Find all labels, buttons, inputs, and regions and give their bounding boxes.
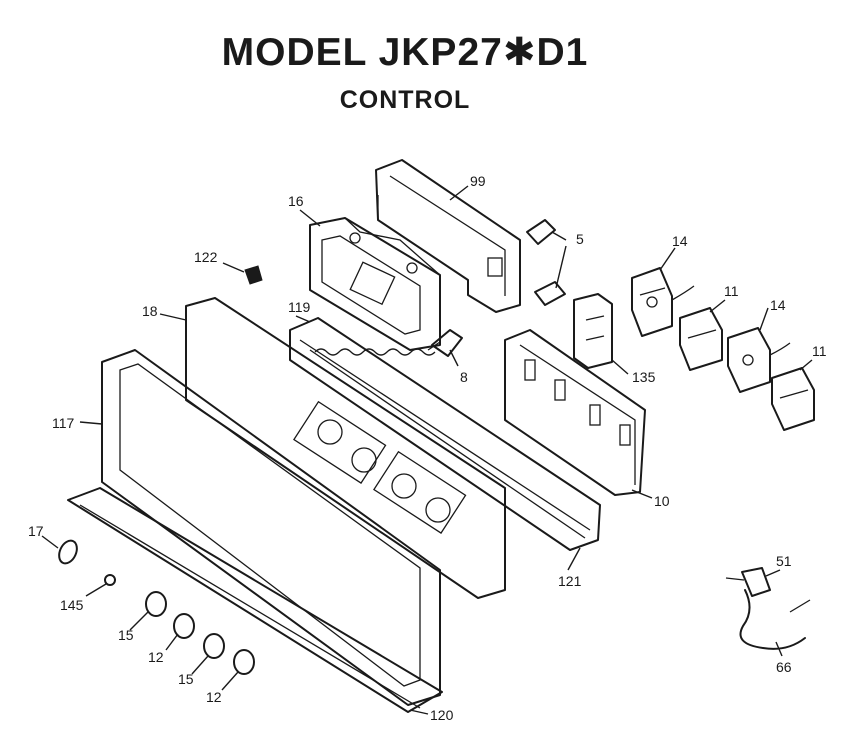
callout-121: 121 (558, 573, 582, 589)
callout-leaders (41, 185, 813, 715)
callout-labels: 99 16 5 14 11 14 11 122 18 119 8 135 117… (28, 173, 827, 723)
part-5-connectors (526, 219, 566, 306)
callout-14-upper: 14 (672, 233, 688, 249)
callout-66: 66 (776, 659, 792, 675)
part-18-control-panel (185, 297, 506, 599)
callout-15-second: 15 (178, 671, 194, 687)
callout-14-lower: 14 (770, 297, 786, 313)
callout-99: 99 (470, 173, 486, 189)
callout-15-first: 15 (118, 627, 134, 643)
callout-5: 5 (576, 231, 584, 247)
part-120-trim (67, 487, 443, 713)
callout-18: 18 (142, 303, 158, 319)
callout-11-lower: 11 (812, 343, 827, 359)
part-10-switch-bracket (504, 329, 646, 496)
knob-parts (145, 591, 255, 675)
callout-16: 16 (288, 193, 304, 209)
part-145-indicator (104, 574, 116, 586)
callout-117: 117 (52, 415, 75, 431)
part-135-plate (573, 293, 613, 369)
part-121-electrode-assembly (289, 317, 601, 551)
callout-8: 8 (460, 369, 468, 385)
callout-120: 120 (430, 707, 454, 723)
part-99-bracket (375, 159, 521, 313)
callout-135: 135 (632, 369, 656, 385)
part-66-harness (725, 567, 811, 650)
callout-12-first: 12 (148, 649, 164, 665)
callout-10: 10 (654, 493, 670, 509)
callout-17: 17 (28, 523, 44, 539)
callout-122: 122 (194, 249, 218, 265)
part-14-switch-lower (727, 327, 791, 393)
callout-11-upper: 11 (724, 283, 739, 299)
model-title: MODEL JKP27✱D1 (221, 31, 589, 74)
part-17-light-bulb (58, 539, 78, 565)
part-11-cover-upper (679, 307, 723, 371)
part-14-switch-upper (631, 267, 695, 337)
part-11-cover-lower (771, 367, 815, 431)
callout-145: 145 (60, 597, 84, 613)
section-subtitle: CONTROL (339, 86, 471, 114)
part-8-fastener (427, 329, 463, 357)
part-16-switch-housing (309, 217, 441, 351)
callout-119: 119 (288, 299, 311, 315)
callout-12-second: 12 (206, 689, 222, 705)
callout-51: 51 (776, 553, 792, 569)
part-122-clip (244, 265, 263, 285)
